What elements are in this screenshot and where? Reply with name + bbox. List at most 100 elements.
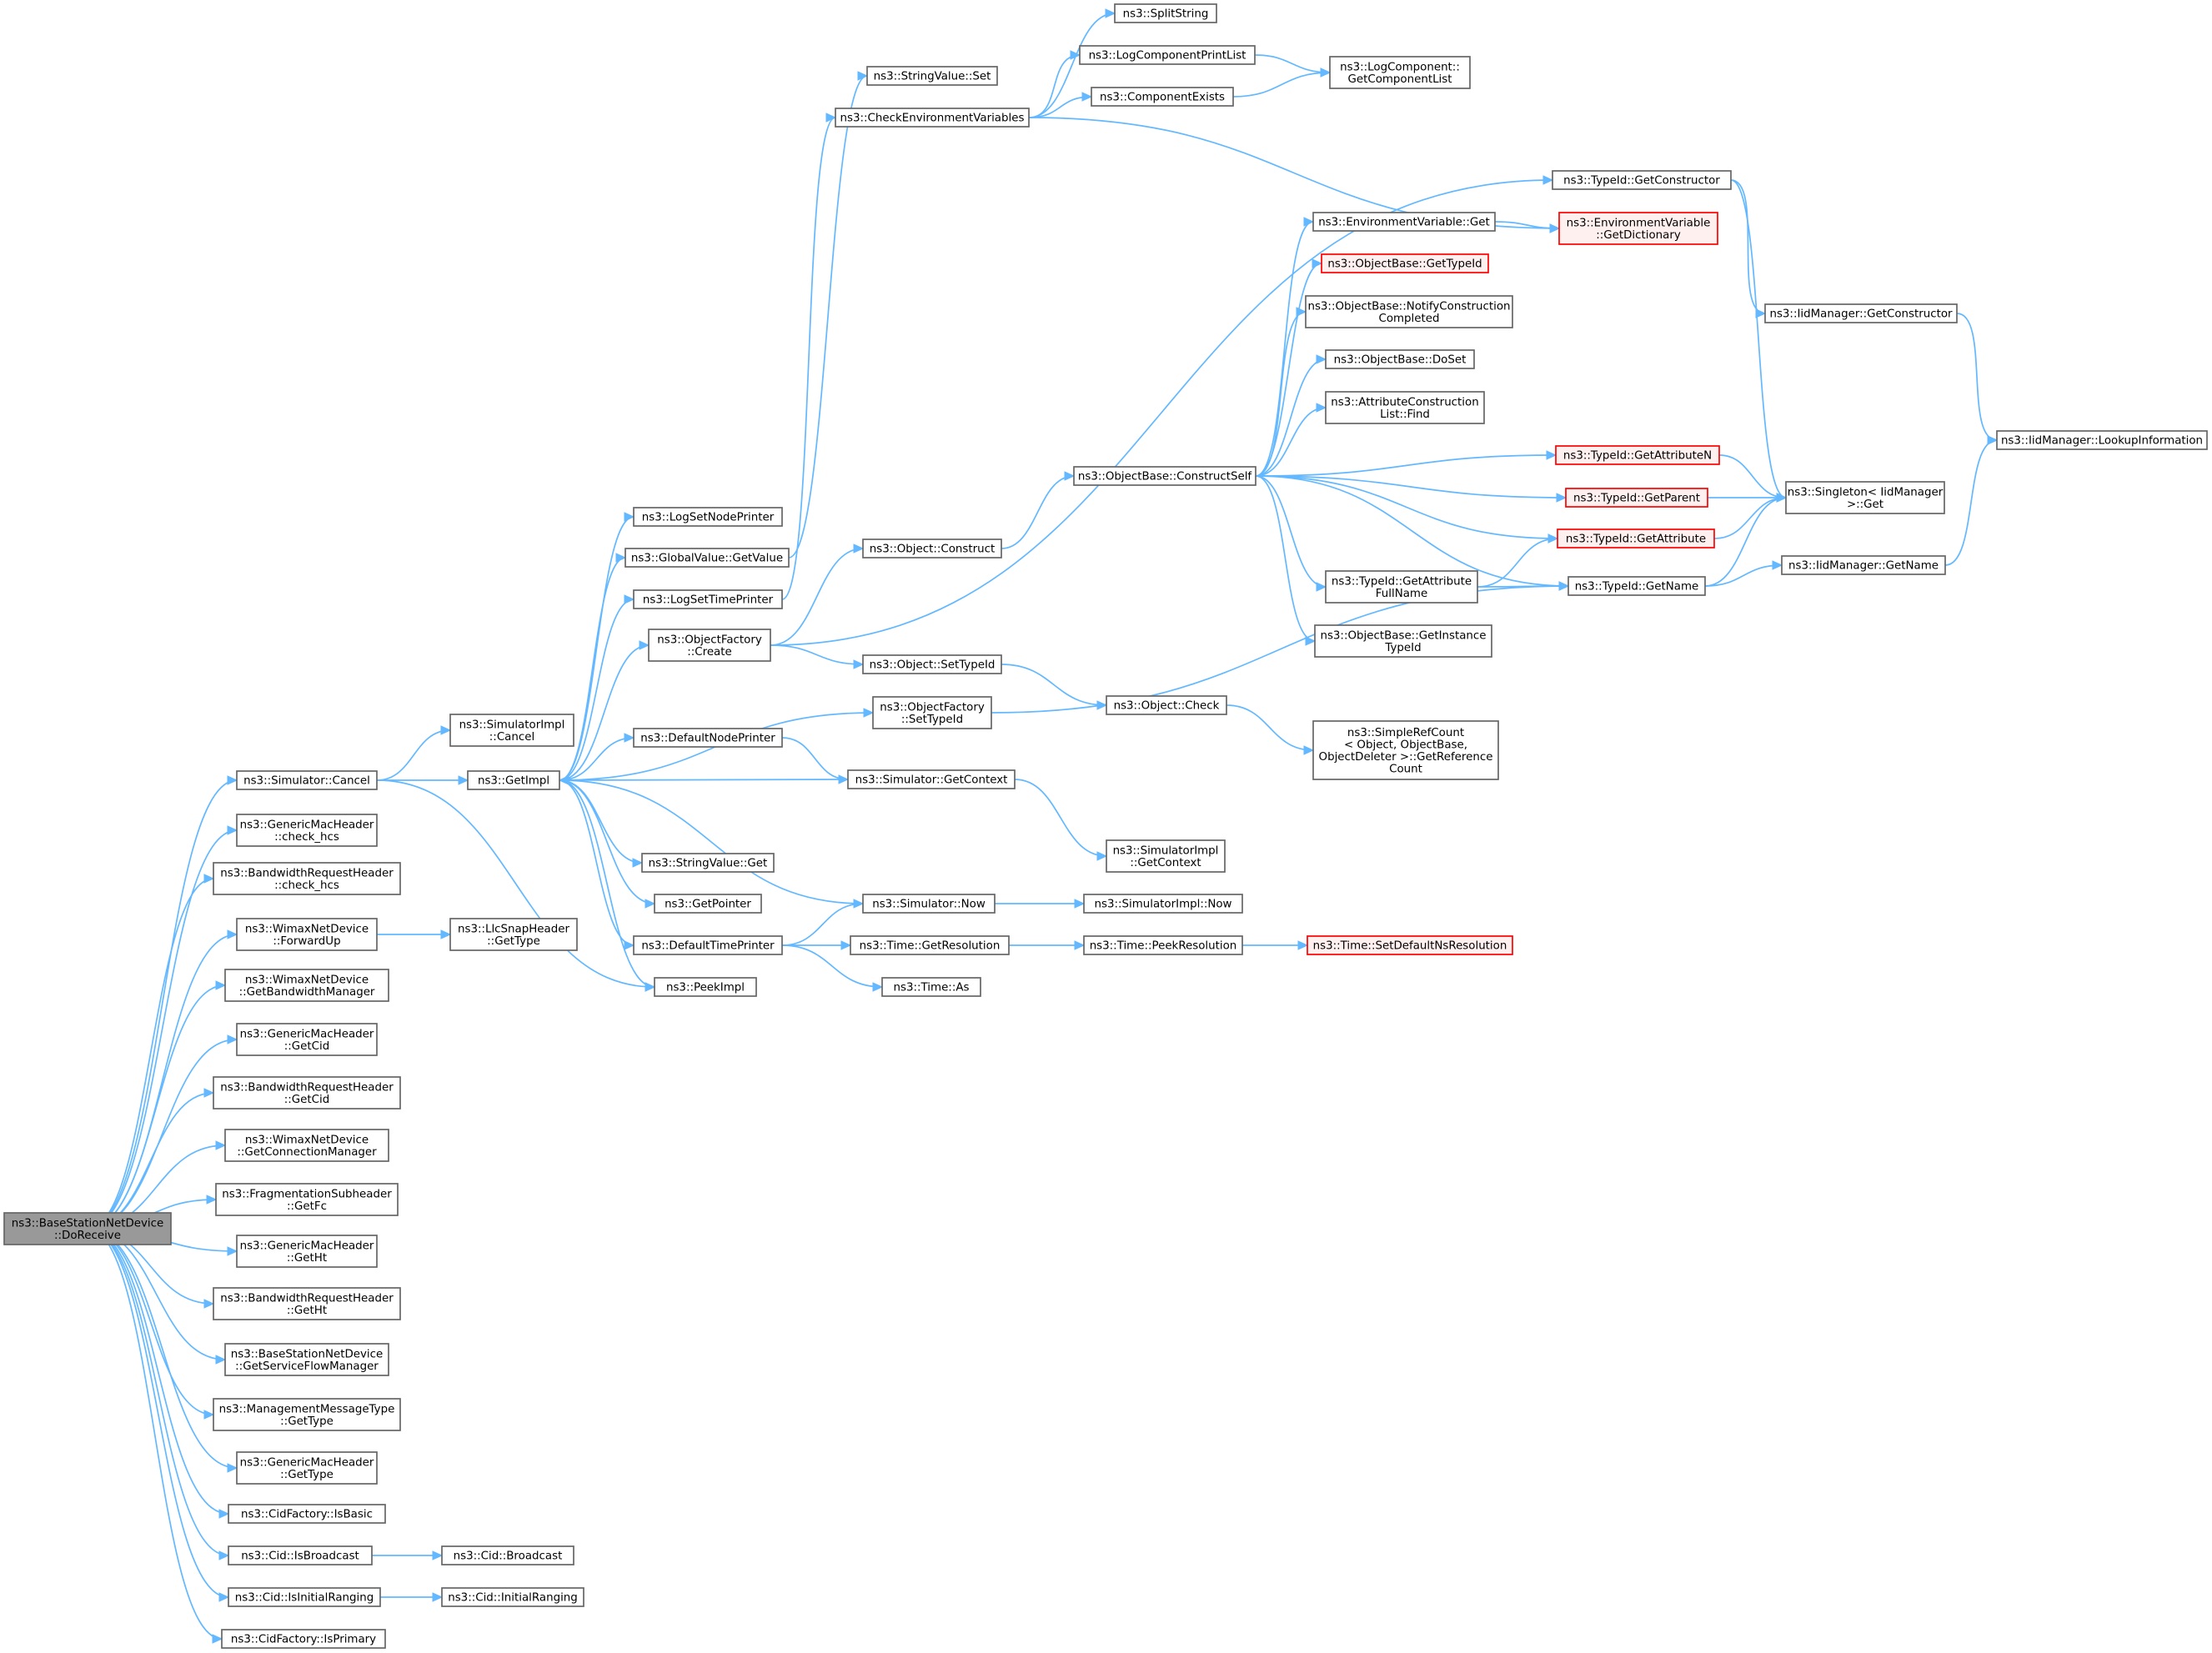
node-box[interactable] (228, 1587, 381, 1607)
node-simimpl_now[interactable]: ns3::SimulatorImpl::Now (1083, 894, 1243, 914)
node-tidparent[interactable]: ns3::TypeId::GetParent (1565, 488, 1708, 508)
node-box[interactable] (213, 1076, 401, 1110)
node-box[interactable] (1565, 488, 1708, 508)
node-box[interactable] (228, 1504, 386, 1524)
node-gmh_cid[interactable]: ns3::GenericMacHeader::GetCid (236, 1023, 378, 1056)
node-box[interactable] (835, 108, 1030, 128)
node-simgetctx[interactable]: ns3::Simulator::GetContext (847, 769, 1016, 789)
node-box[interactable] (654, 894, 762, 914)
node-box[interactable] (1552, 170, 1732, 190)
node-box[interactable] (654, 977, 757, 997)
node-box[interactable] (1073, 466, 1256, 486)
node-box[interactable] (1083, 935, 1243, 955)
node-box[interactable] (624, 548, 790, 568)
node-obdoset[interactable]: ns3::ObjectBase::DoSet (1325, 349, 1475, 369)
node-ofcreate[interactable]: ns3::ObjectFactory::Create (648, 629, 771, 662)
node-ofsettypeid[interactable]: ns3::ObjectFactory::SetTypeId (872, 696, 992, 729)
node-box[interactable] (236, 1451, 378, 1485)
node-simnow[interactable]: ns3::Simulator::Now (862, 894, 996, 914)
node-iidlookup[interactable]: ns3::IidManager::LookupInformation (1996, 430, 2208, 450)
node-objsettypeid[interactable]: ns3::Object::SetTypeId (862, 654, 1002, 674)
node-box[interactable] (441, 1587, 584, 1607)
node-objconstruct[interactable]: ns3::Object::Construct (862, 538, 1002, 559)
node-simimpl_cancel[interactable]: ns3::SimulatorImpl::Cancel (449, 714, 574, 747)
node-timegetres[interactable]: ns3::Time::GetResolution (850, 935, 1010, 955)
node-timeas[interactable]: ns3::Time::As (881, 977, 981, 997)
node-box[interactable] (1764, 303, 1958, 323)
node-box[interactable] (881, 977, 981, 997)
node-peekimpl[interactable]: ns3::PeekImpl (654, 977, 757, 997)
node-box[interactable] (633, 589, 783, 609)
node-box[interactable] (633, 728, 783, 748)
node-brh_ht[interactable]: ns3::BandwidthRequestHeader::GetHt (213, 1287, 401, 1320)
node-setdefres[interactable]: ns3::Time::SetDefaultNsResolution (1307, 935, 1513, 955)
node-cself[interactable]: ns3::ObjectBase::ConstructSelf (1073, 466, 1256, 486)
node-box[interactable] (236, 918, 378, 951)
node-box[interactable] (215, 1183, 399, 1216)
node-getconn[interactable]: ns3::WimaxNetDevice::GetConnectionManage… (224, 1129, 389, 1162)
node-simcancel[interactable]: ns3::Simulator::Cancel (236, 770, 378, 790)
node-gmh_check[interactable]: ns3::GenericMacHeader::check_hcs (236, 814, 378, 847)
node-box[interactable] (1321, 253, 1489, 273)
node-box[interactable] (1555, 445, 1720, 465)
node-cidbcast[interactable]: ns3::Cid::Broadcast (441, 1545, 574, 1565)
node-box[interactable] (648, 629, 771, 662)
node-obgettid[interactable]: ns3::ObjectBase::GetTypeId (1321, 253, 1489, 273)
node-box[interactable] (1996, 430, 2208, 450)
node-brh_cid[interactable]: ns3::BandwidthRequestHeader::GetCid (213, 1076, 401, 1110)
node-mmt[interactable]: ns3::ManagementMessageType::GetType (213, 1398, 401, 1431)
node-splitstr[interactable]: ns3::SplitString (1114, 3, 1217, 23)
node-gmh_type[interactable]: ns3::GenericMacHeader::GetType (236, 1451, 378, 1485)
node-box[interactable] (1558, 212, 1718, 245)
node-iidgetctor[interactable]: ns3::IidManager::GetConstructor (1764, 303, 1958, 323)
node-box[interactable] (1785, 481, 1945, 514)
node-box[interactable] (236, 770, 378, 790)
node-box[interactable] (224, 969, 389, 1002)
node-box[interactable] (862, 538, 1002, 559)
node-box[interactable] (449, 714, 574, 747)
node-box[interactable] (236, 814, 378, 847)
node-box[interactable] (1079, 45, 1256, 65)
node-fwdup[interactable]: ns3::WimaxNetDevice::ForwardUp (236, 918, 378, 951)
node-box[interactable] (1567, 576, 1706, 596)
node-box[interactable] (467, 770, 560, 790)
node-box[interactable] (1305, 295, 1513, 328)
node-envget[interactable]: ns3::EnvironmentVariable::Get (1312, 212, 1496, 232)
node-box[interactable] (1307, 935, 1513, 955)
node-box[interactable] (1312, 212, 1496, 232)
node-box[interactable] (213, 1398, 401, 1431)
node-box[interactable] (3, 1212, 172, 1245)
node-iidgetname[interactable]: ns3::IidManager::GetName (1781, 555, 1946, 575)
node-box[interactable] (641, 853, 775, 873)
node-box[interactable] (1325, 391, 1485, 424)
node-box[interactable] (213, 1287, 401, 1320)
node-box[interactable] (224, 1343, 389, 1376)
node-box[interactable] (1106, 839, 1226, 873)
node-logcomplist[interactable]: ns3::LogComponent::GetComponentList (1329, 56, 1471, 89)
node-box[interactable] (449, 918, 578, 951)
node-box[interactable] (221, 1629, 386, 1649)
node-box[interactable] (1114, 3, 1217, 23)
node-box[interactable] (1329, 56, 1471, 89)
node-tidgetctor[interactable]: ns3::TypeId::GetConstructor (1552, 170, 1732, 190)
node-box[interactable] (1557, 528, 1715, 548)
node-getptr[interactable]: ns3::GetPointer (654, 894, 762, 914)
node-box[interactable] (1312, 720, 1499, 780)
node-root[interactable]: ns3::BaseStationNetDevice::DoReceive (3, 1212, 172, 1245)
node-box[interactable] (862, 894, 996, 914)
node-isbcast[interactable]: ns3::Cid::IsBroadcast (228, 1545, 373, 1565)
node-objcheck[interactable]: ns3::Object::Check (1106, 695, 1227, 715)
node-box[interactable] (847, 769, 1016, 789)
node-lognode[interactable]: ns3::LogSetNodePrinter (633, 507, 783, 527)
node-logtime[interactable]: ns3::LogSetTimePrinter (633, 589, 783, 609)
node-box[interactable] (633, 507, 783, 527)
node-box[interactable] (1083, 894, 1243, 914)
node-gmh_ht[interactable]: ns3::GenericMacHeader::GetHt (236, 1235, 378, 1268)
node-deftime[interactable]: ns3::DefaultTimePrinter (633, 935, 783, 955)
node-box[interactable] (1325, 349, 1475, 369)
node-box[interactable] (1781, 555, 1946, 575)
node-checkenv[interactable]: ns3::CheckEnvironmentVariables (835, 108, 1030, 128)
node-getbwm[interactable]: ns3::WimaxNetDevice::GetBandwidthManager (224, 969, 389, 1002)
